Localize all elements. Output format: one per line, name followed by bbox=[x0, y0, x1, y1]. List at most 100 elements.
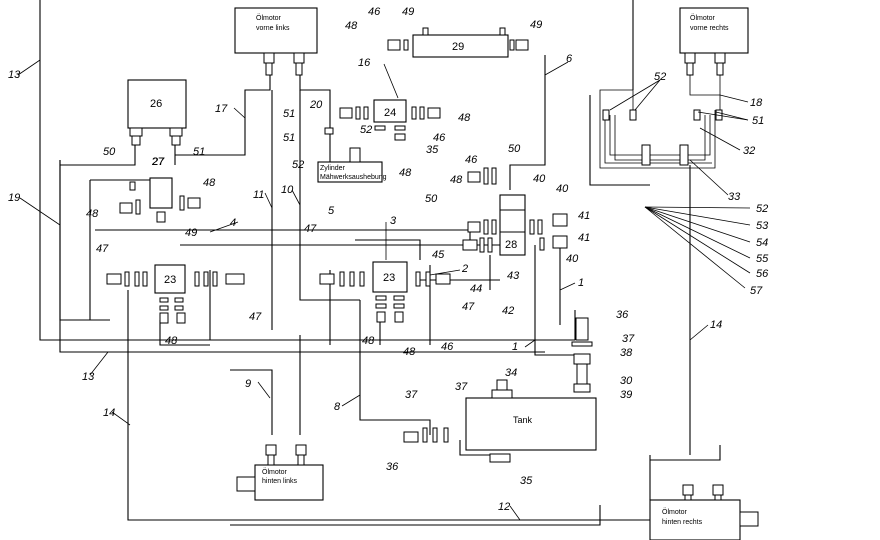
callout-15: 14 bbox=[710, 319, 722, 331]
callout-62: 57 bbox=[750, 285, 763, 297]
callout-57: 52 bbox=[756, 203, 768, 215]
motor-rear-right-label-2: hinten rechts bbox=[662, 519, 703, 526]
callout-13: 12 bbox=[498, 501, 510, 513]
callout-48-24: 48 bbox=[458, 112, 471, 124]
motor-rear-left-label-2: hinten links bbox=[262, 478, 298, 485]
callout-2: 2 bbox=[461, 263, 468, 275]
callout-9: 8 bbox=[334, 401, 341, 413]
callout-20: 20 bbox=[309, 99, 323, 111]
block-23-middle: 23 bbox=[319, 261, 451, 323]
motor-rear-right: Ölmotor hinten rechts bbox=[649, 484, 759, 540]
callout-5: 5 bbox=[328, 205, 335, 217]
motor-rear-right-label-1: Ölmotor bbox=[662, 508, 688, 516]
block-28: 28 bbox=[462, 167, 568, 256]
callout-38: 38 bbox=[620, 347, 633, 359]
callout-43: 43 bbox=[507, 270, 520, 282]
callout-52b: 52 bbox=[292, 159, 304, 171]
callout-32: 32 bbox=[743, 145, 755, 157]
cylinder-mower-lift: Zylinder Mähwerksaushebung bbox=[317, 127, 387, 183]
callout-47-23: 47 bbox=[249, 311, 262, 323]
callout-47-left: 47 bbox=[304, 223, 317, 235]
callout-36a: 36 bbox=[616, 309, 629, 321]
block-29-label: 29 bbox=[452, 41, 464, 53]
block-23-left-label: 23 bbox=[164, 274, 176, 286]
callout-48-27: 48 bbox=[86, 208, 99, 220]
callout-60: 55 bbox=[756, 253, 769, 265]
tank-label: Tank bbox=[513, 415, 533, 425]
callout-51a: 50 bbox=[103, 146, 116, 158]
callout-46-24: 46 bbox=[433, 132, 446, 144]
callout-16: 16 bbox=[358, 57, 371, 69]
callout-17: 17 bbox=[215, 103, 228, 115]
callout-46-top: 46 bbox=[368, 6, 381, 18]
callout-1b: 1 bbox=[512, 341, 518, 353]
right-manifold-pipes bbox=[599, 75, 721, 169]
motor-front-left: Ölmotor vorne links bbox=[234, 7, 318, 76]
callout-46-bot: 46 bbox=[441, 341, 454, 353]
callout-46-28: 46 bbox=[465, 154, 478, 166]
callout-42: 42 bbox=[502, 305, 514, 317]
callout-50b: 50 bbox=[508, 143, 521, 155]
callout-6: 6 bbox=[566, 53, 573, 65]
motor-front-right-label-1: Ölmotor bbox=[690, 14, 716, 22]
motor-front-right: Ölmotor vorne rechts bbox=[679, 7, 749, 76]
block-26-label: 26 bbox=[150, 98, 162, 110]
callout-27: 27 bbox=[151, 156, 165, 168]
callout-48-23: 48 bbox=[165, 335, 178, 347]
motor-front-left-label-2: vorne links bbox=[256, 25, 290, 32]
callout-48-top: 48 bbox=[345, 20, 358, 32]
callout-37b: 37 bbox=[405, 389, 418, 401]
callout-41a: 41 bbox=[578, 210, 590, 222]
block-29: 29 bbox=[387, 27, 529, 58]
callout-58: 53 bbox=[756, 220, 769, 232]
callout-35a: 35 bbox=[520, 475, 533, 487]
callout-37a: 37 bbox=[622, 333, 635, 345]
callout-35b: 35 bbox=[426, 144, 439, 156]
callout-39: 39 bbox=[620, 389, 632, 401]
block-24: 24 bbox=[339, 99, 441, 141]
callout-59: 54 bbox=[756, 237, 768, 249]
callout-40a: 40 bbox=[533, 173, 546, 185]
callout-61: 56 bbox=[756, 268, 769, 280]
block-27: 27 bbox=[119, 156, 201, 223]
callout-7: 13 bbox=[82, 371, 95, 383]
callout-30: 30 bbox=[620, 375, 633, 387]
callout-50a: 49 bbox=[402, 6, 414, 18]
callout-50c: 50 bbox=[425, 193, 438, 205]
callout-3: 3 bbox=[390, 215, 397, 227]
callout-8: 14 bbox=[103, 407, 115, 419]
block-26: 26 bbox=[127, 79, 187, 146]
cylinder-label-1: Zylinder bbox=[320, 165, 346, 172]
callout-48-23m2: 48 bbox=[403, 346, 416, 358]
callout-51b: 51 bbox=[193, 146, 205, 158]
callout-numbers: 13 19 13 14 17 11 10 9 8 12 14 6 1 1 2 3… bbox=[8, 6, 769, 513]
callout-14: 13 bbox=[8, 69, 21, 81]
callout-48-cyl: 48 bbox=[399, 167, 412, 179]
cylinder-label-2: Mähwerksaushebung bbox=[320, 174, 387, 181]
callout-11: 10 bbox=[281, 184, 294, 196]
callout-34: 34 bbox=[505, 367, 517, 379]
callout-10: 9 bbox=[245, 378, 251, 390]
callout-55: 51 bbox=[752, 115, 764, 127]
callout-19: 18 bbox=[750, 97, 763, 109]
block-23-left: 23 bbox=[106, 264, 245, 324]
callout-33: 33 bbox=[728, 191, 741, 203]
callout-48-28: 48 bbox=[450, 174, 463, 186]
callout-47-far: 47 bbox=[96, 243, 109, 255]
callout-56: 52 bbox=[654, 71, 666, 83]
motor-rear-left: Ölmotor hinten links bbox=[236, 444, 324, 501]
leader-fan bbox=[644, 206, 751, 289]
callout-37c: 37 bbox=[455, 381, 468, 393]
block-28-label: 28 bbox=[505, 239, 517, 251]
hydraulic-lines bbox=[39, 0, 721, 526]
callout-4: 4 bbox=[230, 217, 236, 229]
motor-front-right-label-2: vorne rechts bbox=[690, 25, 729, 32]
callout-36b: 36 bbox=[386, 461, 399, 473]
callout-18: 19 bbox=[8, 192, 20, 204]
callout-45: 45 bbox=[432, 249, 445, 261]
callout-44: 44 bbox=[470, 283, 482, 295]
callout-40c: 40 bbox=[566, 253, 579, 265]
tank: Tank bbox=[403, 379, 597, 463]
callout-54: 52 bbox=[360, 124, 372, 136]
callout-40b: 40 bbox=[556, 183, 569, 195]
